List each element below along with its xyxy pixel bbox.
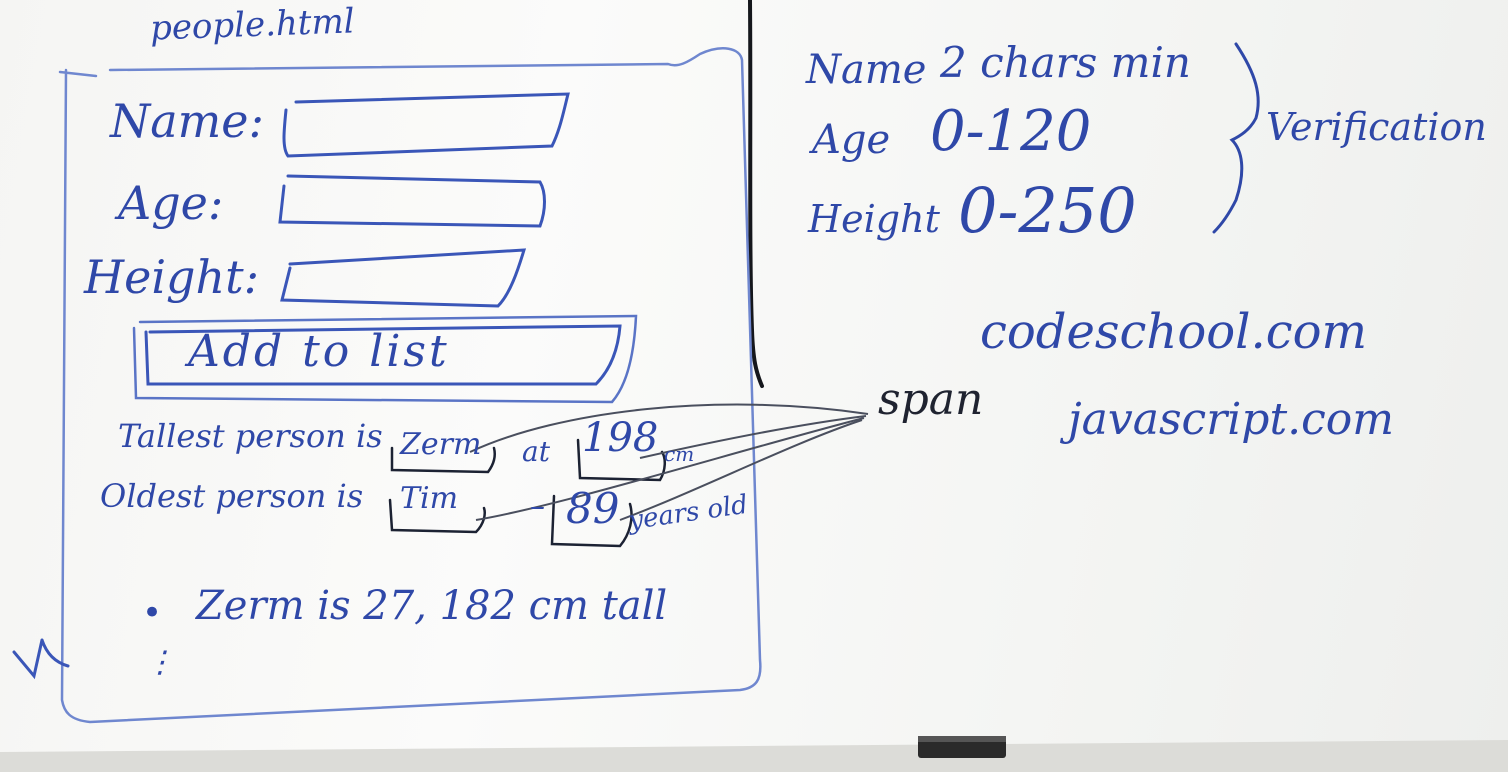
verification-label: Verification — [1266, 105, 1487, 149]
marker-tray — [0, 740, 1508, 772]
age-input-sketch — [278, 174, 546, 228]
span-annotation: span — [878, 374, 984, 425]
scroll-arrow-sketch — [12, 638, 70, 680]
height-input-sketch — [280, 248, 527, 308]
tallest-person-unit: cm — [664, 442, 695, 466]
page-title: people.html — [149, 1, 356, 49]
tallest-person-value: 198 — [582, 415, 659, 461]
oldest-person-text: Oldest person is — [100, 477, 364, 515]
span-arrow-2 — [639, 415, 867, 459]
span-bracket-tallest-value — [576, 438, 666, 482]
tallest-person-text: Tallest person is — [118, 417, 383, 455]
rule-age-value: 0-120 — [930, 99, 1092, 164]
rule-height-value: 0-250 — [958, 174, 1137, 247]
height-field-label: Height: — [84, 250, 260, 304]
span-bracket-tallest-name — [390, 446, 496, 474]
oldest-person-name: Tim — [400, 481, 459, 516]
rule-name-value: 2 chars min — [940, 38, 1191, 87]
list-item: Zerm is 27, 182 cm tall — [196, 583, 668, 629]
oldest-person-dash: – — [530, 489, 545, 524]
resource-javascript: javascript.com — [1068, 394, 1394, 445]
name-input-sketch — [282, 92, 570, 158]
list-bullet: • — [142, 593, 163, 633]
verification-brace — [1212, 42, 1260, 234]
span-arrow-4 — [619, 419, 863, 521]
tallest-person-at: at — [522, 435, 550, 468]
span-bracket-oldest-name — [388, 498, 486, 534]
add-button-outer-sketch — [132, 314, 638, 404]
resource-codeschool: codeschool.com — [980, 304, 1368, 360]
span-bracket-oldest-value — [550, 494, 633, 548]
rule-name-field: Name — [806, 47, 927, 93]
tallest-person-name: Zerm — [400, 427, 482, 462]
age-field-label: Age: — [118, 176, 224, 230]
add-button-inner-sketch — [144, 324, 622, 386]
list-continuation: ⋮ — [145, 645, 175, 680]
eraser-top — [918, 736, 1006, 742]
span-arrow-1 — [469, 403, 869, 453]
browser-window-sketch — [58, 47, 762, 724]
rule-height-field: Height — [808, 197, 940, 241]
oldest-person-value: 89 — [566, 484, 620, 533]
board-divider-line — [748, 0, 764, 388]
span-arrow-3 — [475, 417, 865, 521]
name-field-label: Name: — [110, 94, 265, 148]
add-to-list-button-label: Add to list — [188, 326, 450, 377]
rule-age-field: Age — [812, 117, 891, 163]
